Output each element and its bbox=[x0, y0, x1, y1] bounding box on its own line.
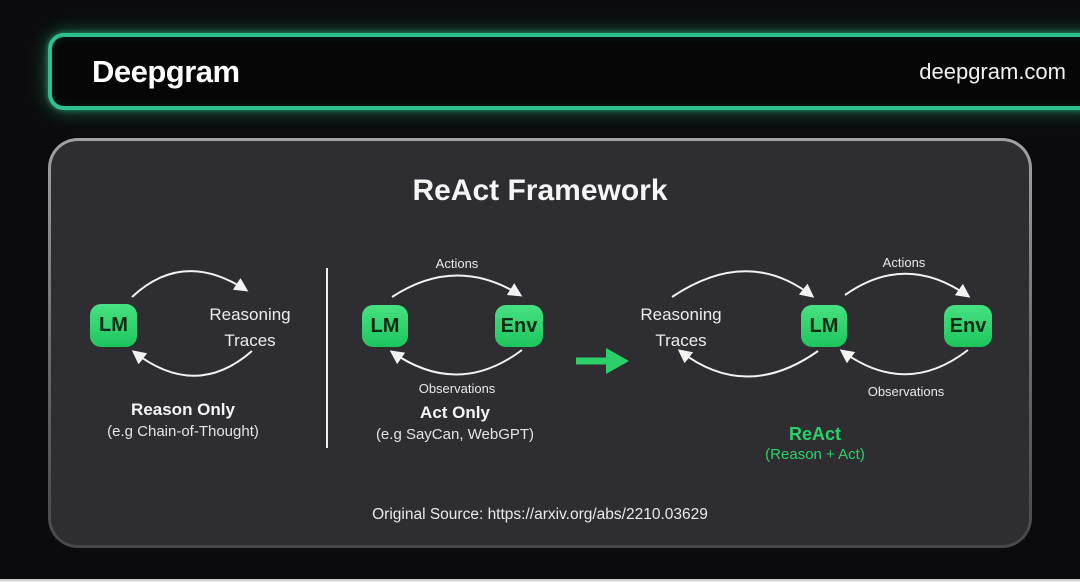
source-attribution: Original Source: https://arxiv.org/abs/2… bbox=[372, 506, 708, 523]
reasoning-line: Reasoning bbox=[640, 305, 722, 324]
site-url: deepgram.com bbox=[919, 58, 1066, 84]
act-only-env-node: Env bbox=[495, 305, 543, 347]
act-only-caption: Act Only bbox=[420, 403, 490, 422]
reason-only-cycle-arrows bbox=[131, 270, 253, 377]
react-subcaption: (Reason + Act) bbox=[765, 446, 865, 463]
act-only-lm-node: LM bbox=[362, 305, 408, 347]
header-bar: Deepgram deepgram.com bbox=[48, 33, 1080, 110]
act-only-actions-label: Actions bbox=[435, 256, 479, 271]
react-actions-label: Actions bbox=[882, 255, 926, 270]
bottom-edge-strip bbox=[0, 579, 1080, 582]
transform-arrow-icon bbox=[576, 348, 629, 374]
act-only-cycle-arrows bbox=[389, 274, 523, 376]
traces-line: Traces bbox=[655, 331, 707, 350]
react-caption: ReAct bbox=[788, 424, 842, 444]
framework-panel-border bbox=[48, 138, 1032, 548]
reasoning-line: Reasoning bbox=[209, 305, 291, 324]
reason-only-reasoning-traces-label: Reasoning Traces bbox=[209, 302, 290, 354]
react-lm-node: LM bbox=[801, 305, 847, 347]
react-reasoning-traces-label: Reasoning Traces bbox=[640, 302, 721, 354]
act-only-subcaption: (e.g SayCan, WebGPT) bbox=[375, 426, 535, 443]
page-title: ReAct Framework bbox=[412, 174, 668, 207]
react-cycle-arrows bbox=[671, 270, 971, 378]
act-only-observations-label: Observations bbox=[418, 381, 496, 396]
deepgram-logo: Deepgram bbox=[92, 53, 240, 89]
reason-only-caption: Reason Only bbox=[131, 400, 235, 419]
react-env-node: Env bbox=[944, 305, 992, 347]
reason-only-subcaption: (e.g Chain-of-Thought) bbox=[107, 423, 259, 440]
reason-only-lm-node: LM bbox=[90, 304, 137, 347]
react-observations-label: Observations bbox=[867, 384, 945, 399]
traces-line: Traces bbox=[224, 331, 276, 350]
